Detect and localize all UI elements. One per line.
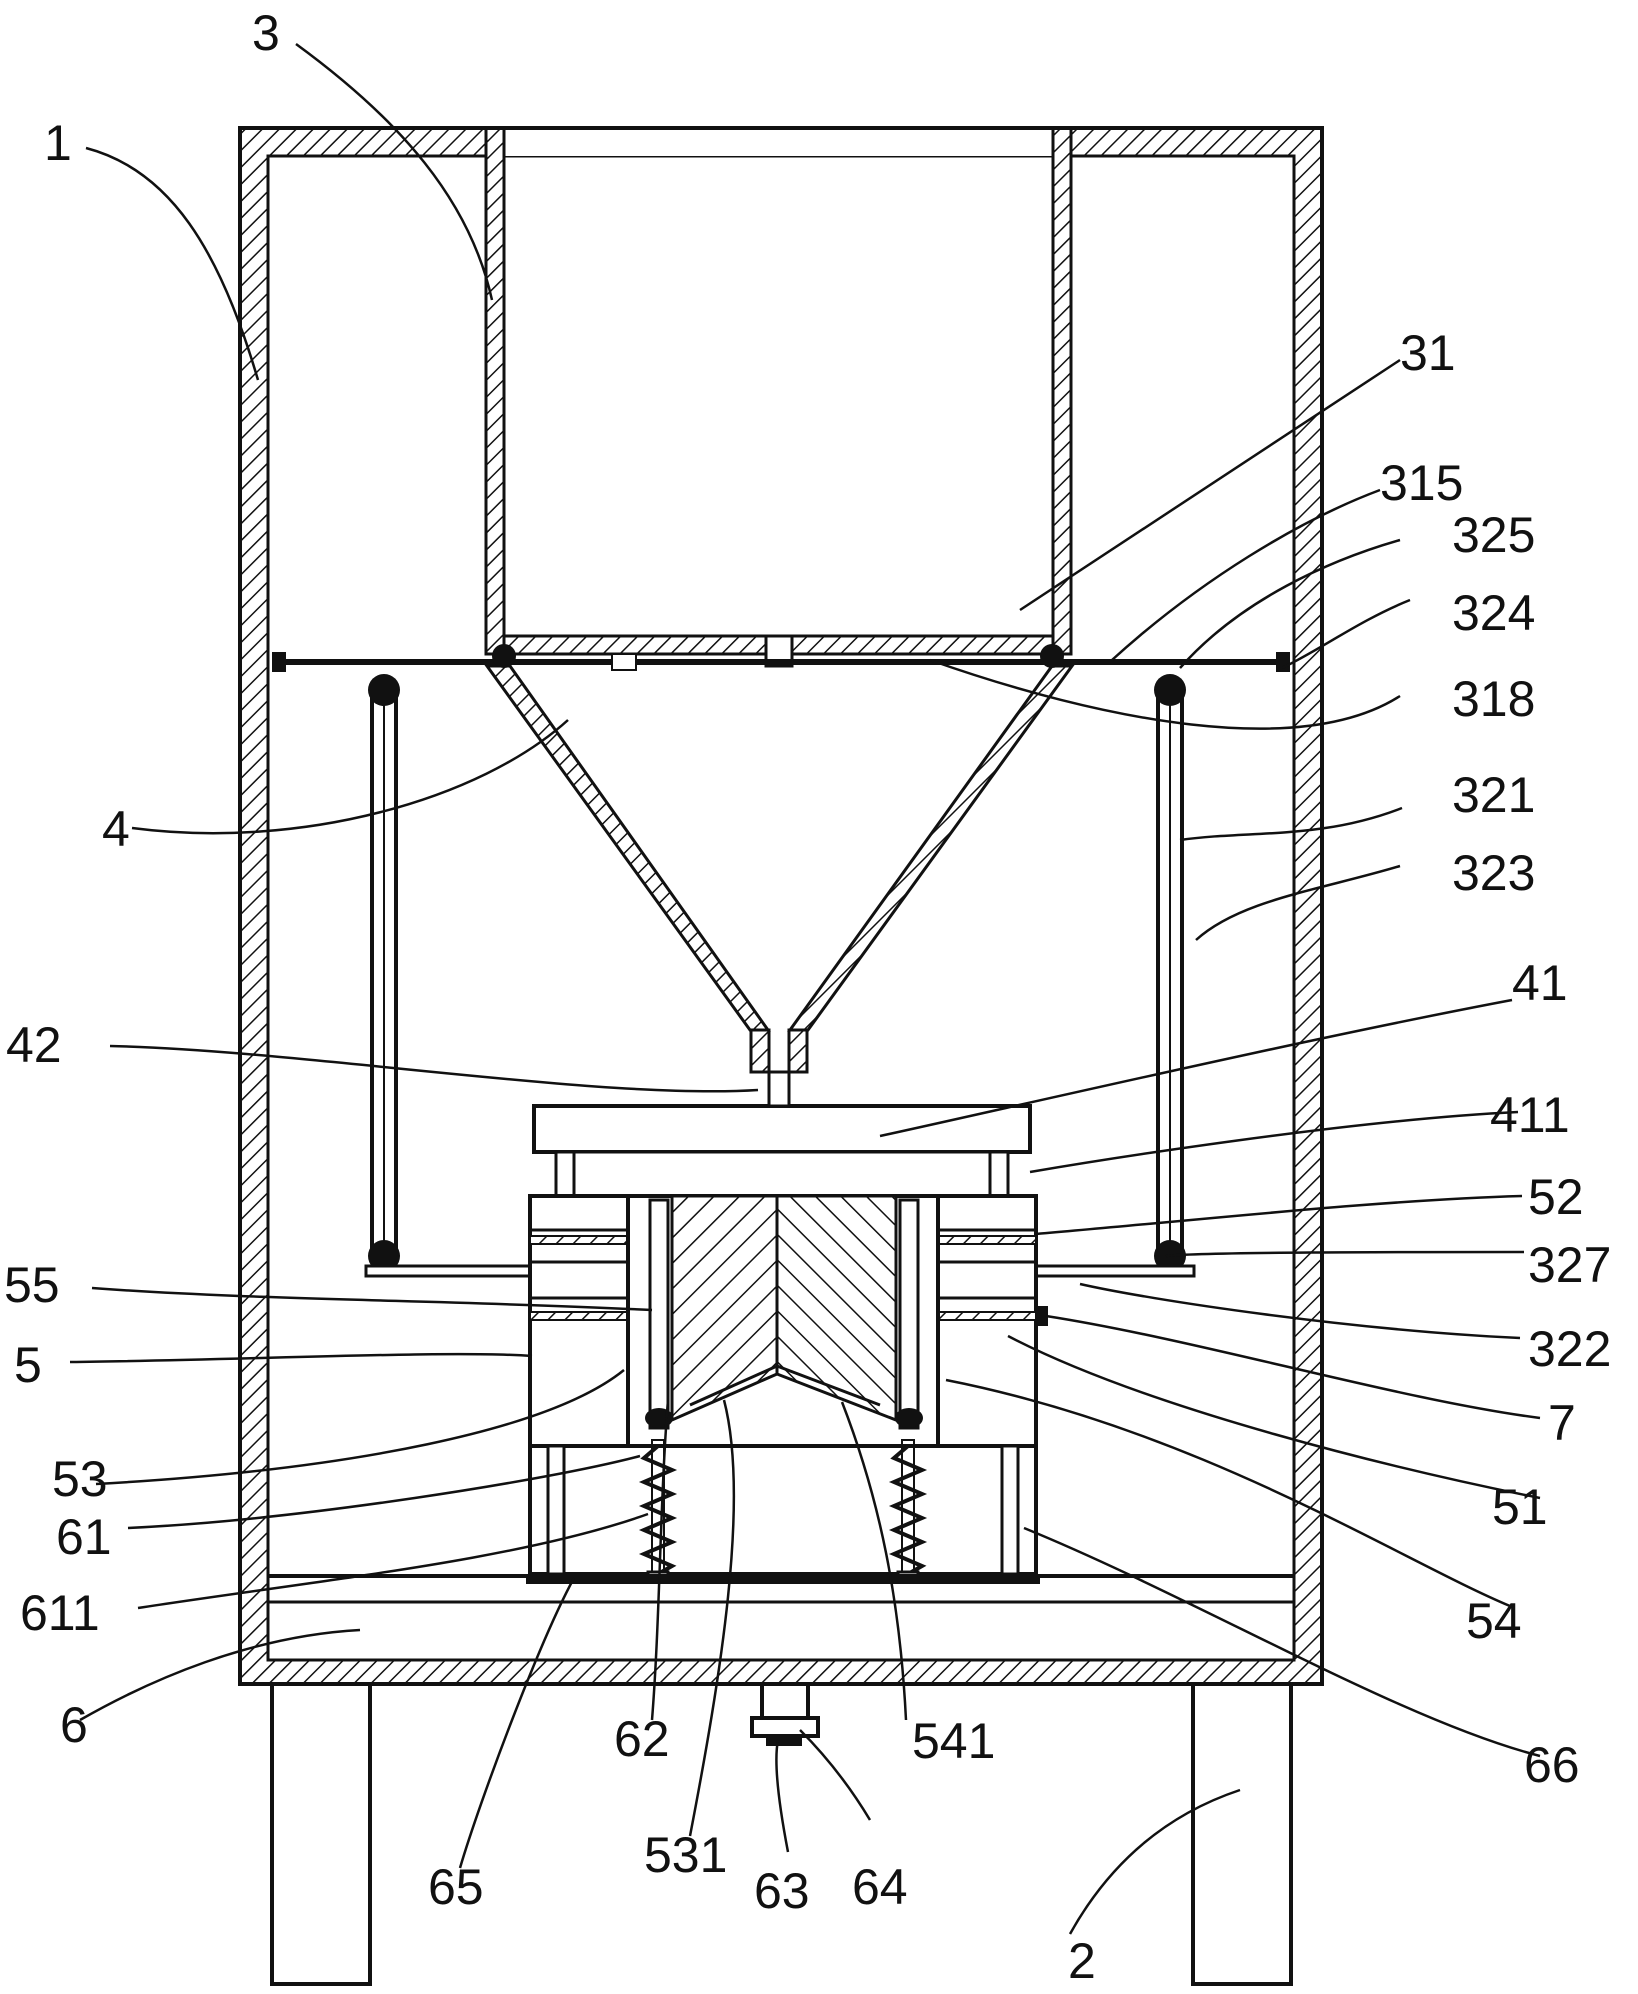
label-327: 327 [1528, 1237, 1611, 1293]
bottom-chamber [268, 1574, 1294, 1604]
funnel [484, 644, 1075, 1074]
label-3: 3 [252, 5, 280, 61]
leg-right [1191, 1682, 1293, 1986]
side-rod-right [1154, 674, 1186, 1272]
label-53: 53 [52, 1451, 108, 1507]
label-5: 5 [14, 1337, 42, 1393]
label-323: 323 [1452, 845, 1535, 901]
label-31: 31 [1400, 325, 1456, 381]
label-64: 64 [852, 1859, 908, 1915]
label-611: 611 [20, 1585, 100, 1641]
label-6: 6 [60, 1697, 88, 1753]
label-315: 315 [1380, 455, 1463, 511]
label-63: 63 [754, 1863, 810, 1919]
reference-labels: 1 3 31 315 325 324 318 321 323 4 41 42 4… [4, 5, 1611, 1989]
label-52: 52 [1528, 1169, 1584, 1225]
label-7: 7 [1548, 1395, 1576, 1451]
label-66: 66 [1524, 1737, 1580, 1793]
label-2: 2 [1068, 1933, 1096, 1989]
label-42: 42 [6, 1017, 62, 1073]
label-65: 65 [428, 1859, 484, 1915]
label-531: 531 [644, 1827, 727, 1883]
leader-lines [69, 42, 1541, 1935]
base-plate [526, 1574, 1040, 1584]
label-325: 325 [1452, 507, 1535, 563]
label-61: 61 [56, 1509, 112, 1565]
label-541: 541 [912, 1713, 995, 1769]
leg-left [270, 1682, 372, 1986]
label-62: 62 [614, 1711, 670, 1767]
label-41: 41 [1512, 955, 1568, 1011]
rotor-chamber [626, 1194, 940, 1448]
label-51: 51 [1492, 1479, 1548, 1535]
label-322: 322 [1528, 1321, 1611, 1377]
label-411: 411 [1490, 1087, 1570, 1143]
label-321: 321 [1452, 767, 1535, 823]
label-318: 318 [1452, 671, 1535, 727]
lower-cage [528, 1444, 1038, 1576]
label-1: 1 [44, 115, 72, 171]
side-rod-left [368, 674, 400, 1272]
label-54: 54 [1466, 1593, 1522, 1649]
label-4: 4 [102, 801, 130, 857]
label-324: 324 [1452, 585, 1535, 641]
label-55: 55 [4, 1257, 60, 1313]
